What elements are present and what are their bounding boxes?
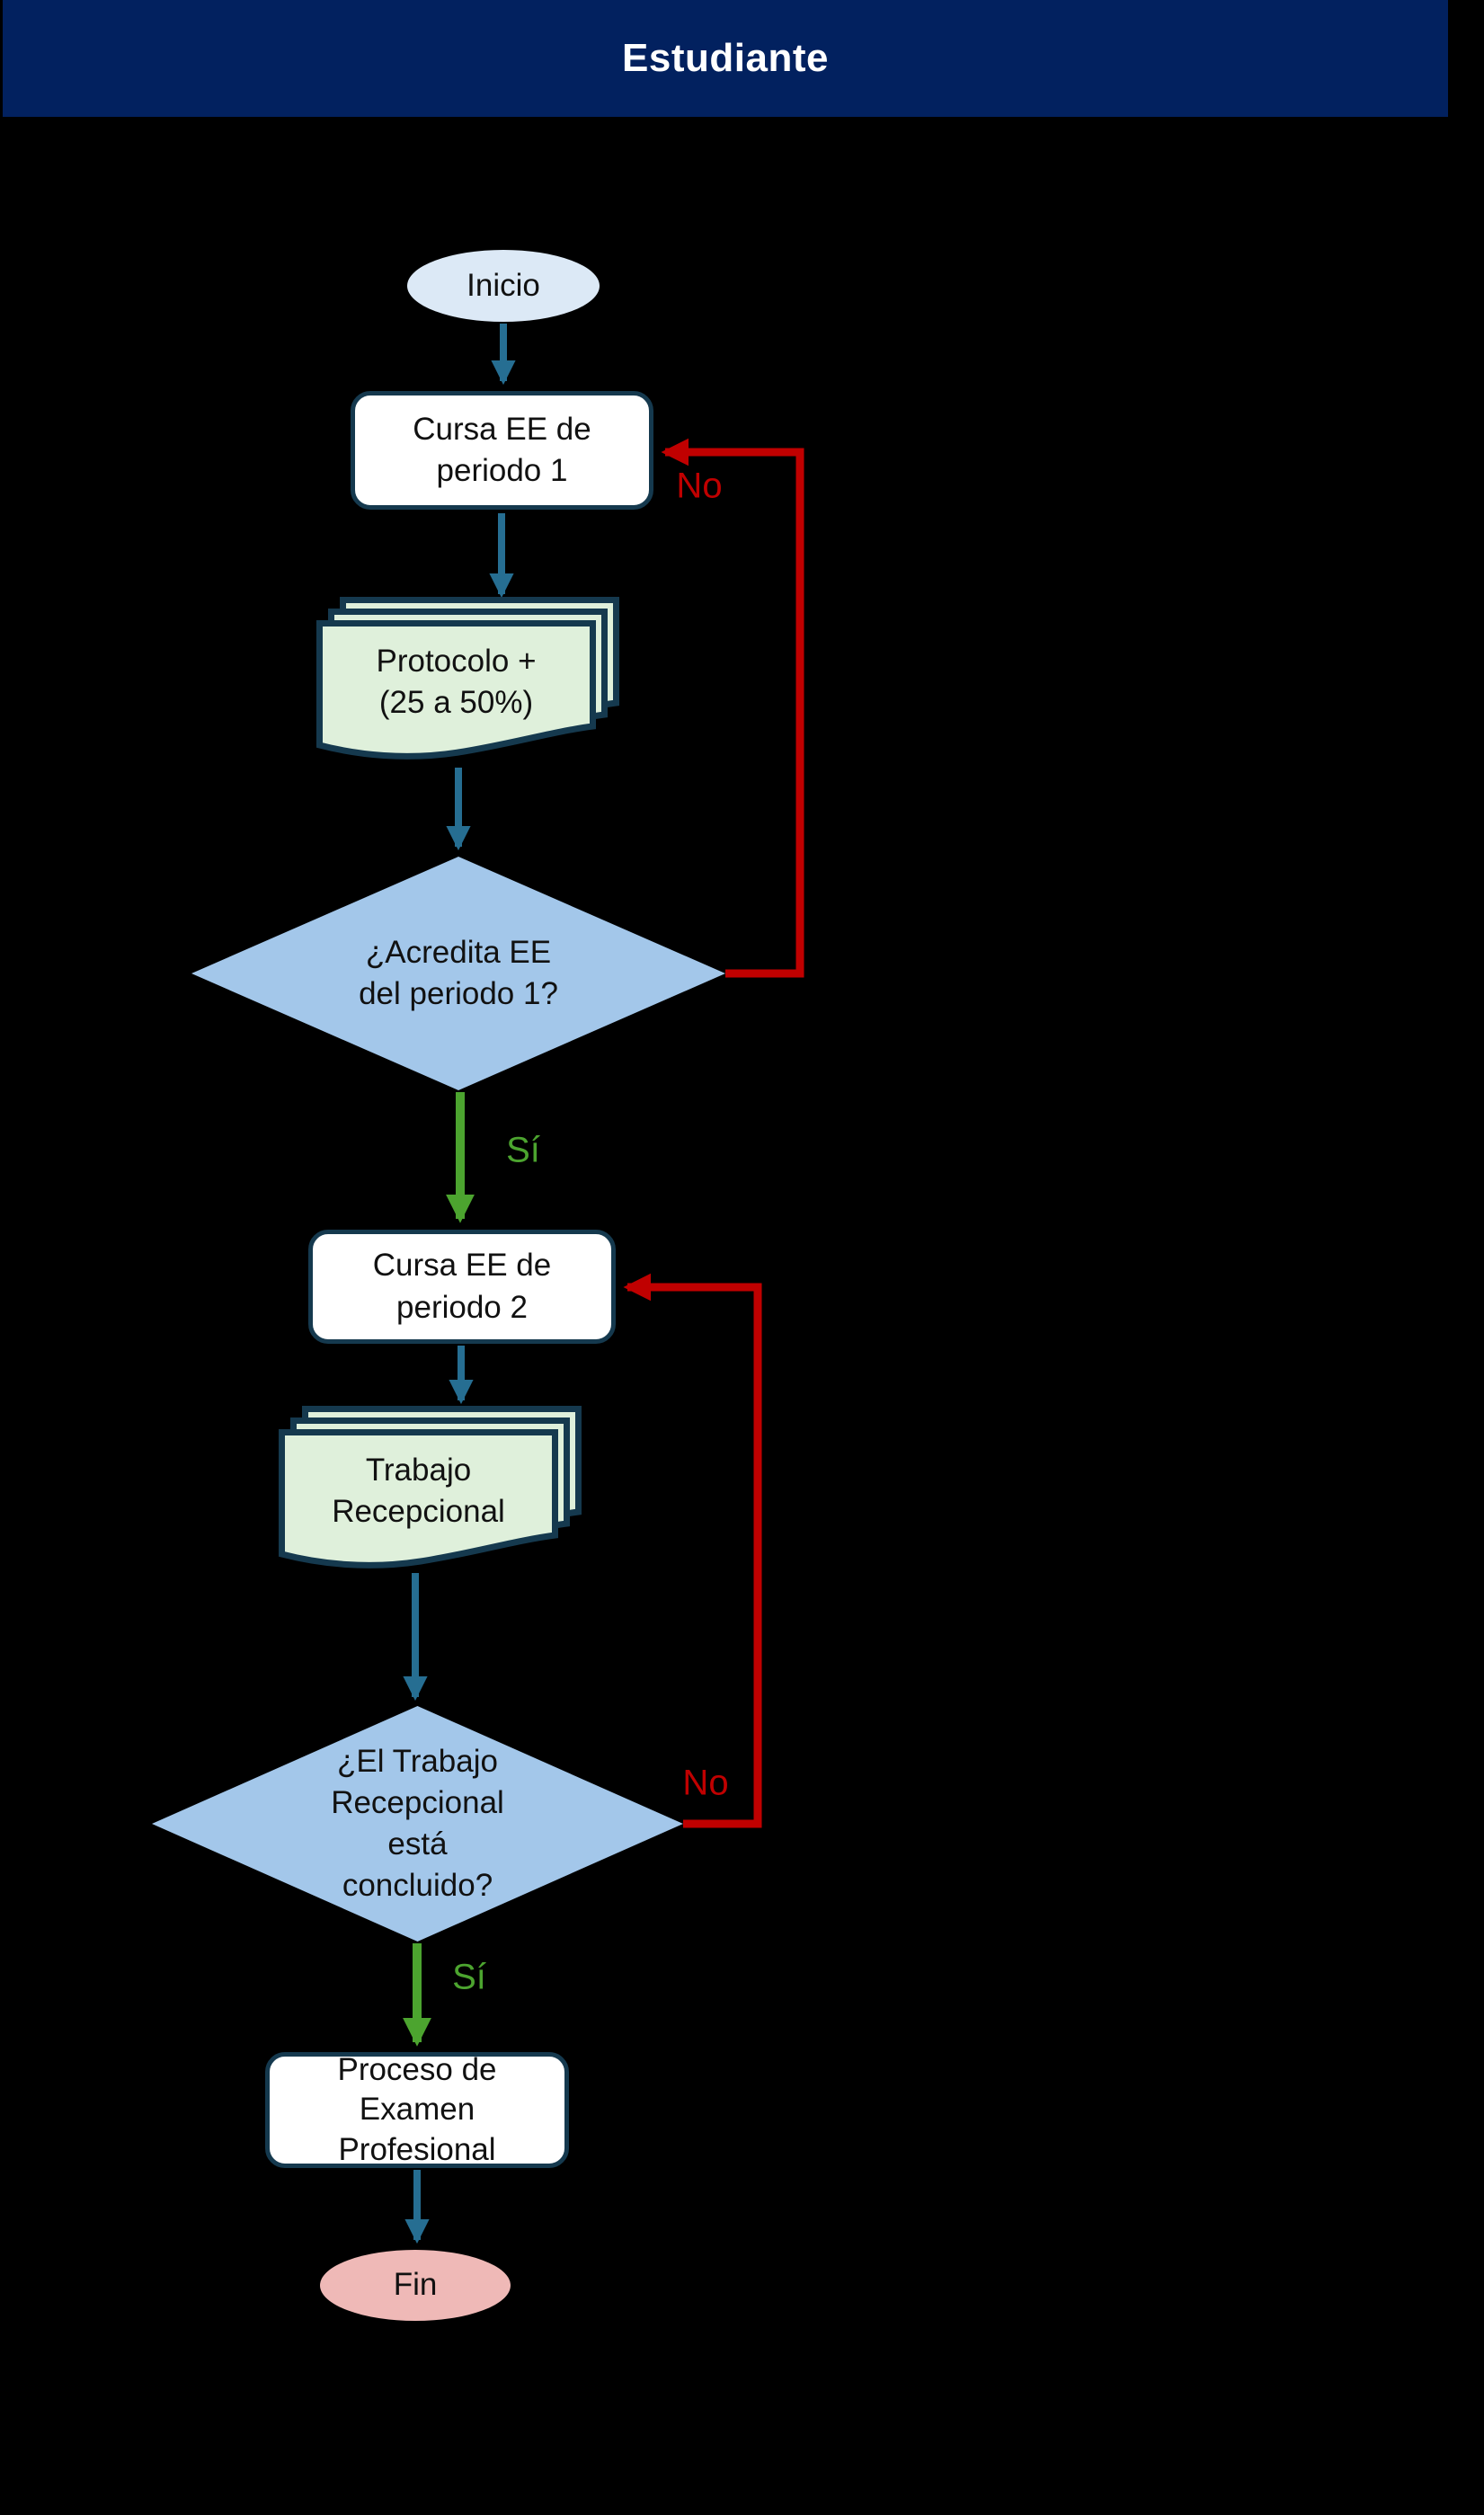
node-box1-label: Cursa EE de periodo 1 xyxy=(413,411,591,488)
node-box1: Cursa EE de periodo 1 xyxy=(351,391,653,510)
edge-label-no2: No xyxy=(682,1763,729,1803)
lane-header: Estudiante xyxy=(3,0,1448,117)
node-box2: Cursa EE de periodo 2 xyxy=(308,1230,616,1344)
node-doc1: Protocolo + (25 a 50%) xyxy=(316,593,626,766)
node-fin: Fin xyxy=(320,2250,511,2321)
node-inicio: Inicio xyxy=(407,250,600,322)
node-decision2-label: ¿El Trabajo Recepcional está concluido? xyxy=(331,1743,504,1904)
node-box3-label: Proceso de Examen Profesional xyxy=(337,2051,497,2167)
multi-document-shape xyxy=(279,1406,582,1569)
node-doc1-label: Protocolo + (25 a 50%) xyxy=(376,643,537,720)
node-box2-label: Cursa EE de periodo 2 xyxy=(372,1248,552,1325)
edge-label-si2: Sí xyxy=(452,1957,486,1997)
node-box3: Proceso de Examen Profesional xyxy=(265,2052,569,2168)
node-decision1: ¿Acredita EE del periodo 1? xyxy=(191,857,725,1090)
node-doc2-label: Trabajo Recepcional xyxy=(332,1452,505,1529)
edge-decision2-box2-no xyxy=(623,1273,762,1828)
node-fin-label: Fin xyxy=(393,2267,438,2303)
edge-label-si1: Sí xyxy=(506,1130,540,1170)
node-decision2: ¿El Trabajo Recepcional está concluido? xyxy=(152,1706,683,1942)
node-decision1-label: ¿Acredita EE del periodo 1? xyxy=(359,934,558,1011)
lane-title: Estudiante xyxy=(622,36,829,80)
node-inicio-label: Inicio xyxy=(467,267,540,303)
node-doc2: Trabajo Recepcional xyxy=(279,1402,588,1575)
edge-label-no1: No xyxy=(676,466,723,506)
edge-decision1-box1-no xyxy=(661,438,804,978)
multi-document-shape xyxy=(316,597,619,760)
